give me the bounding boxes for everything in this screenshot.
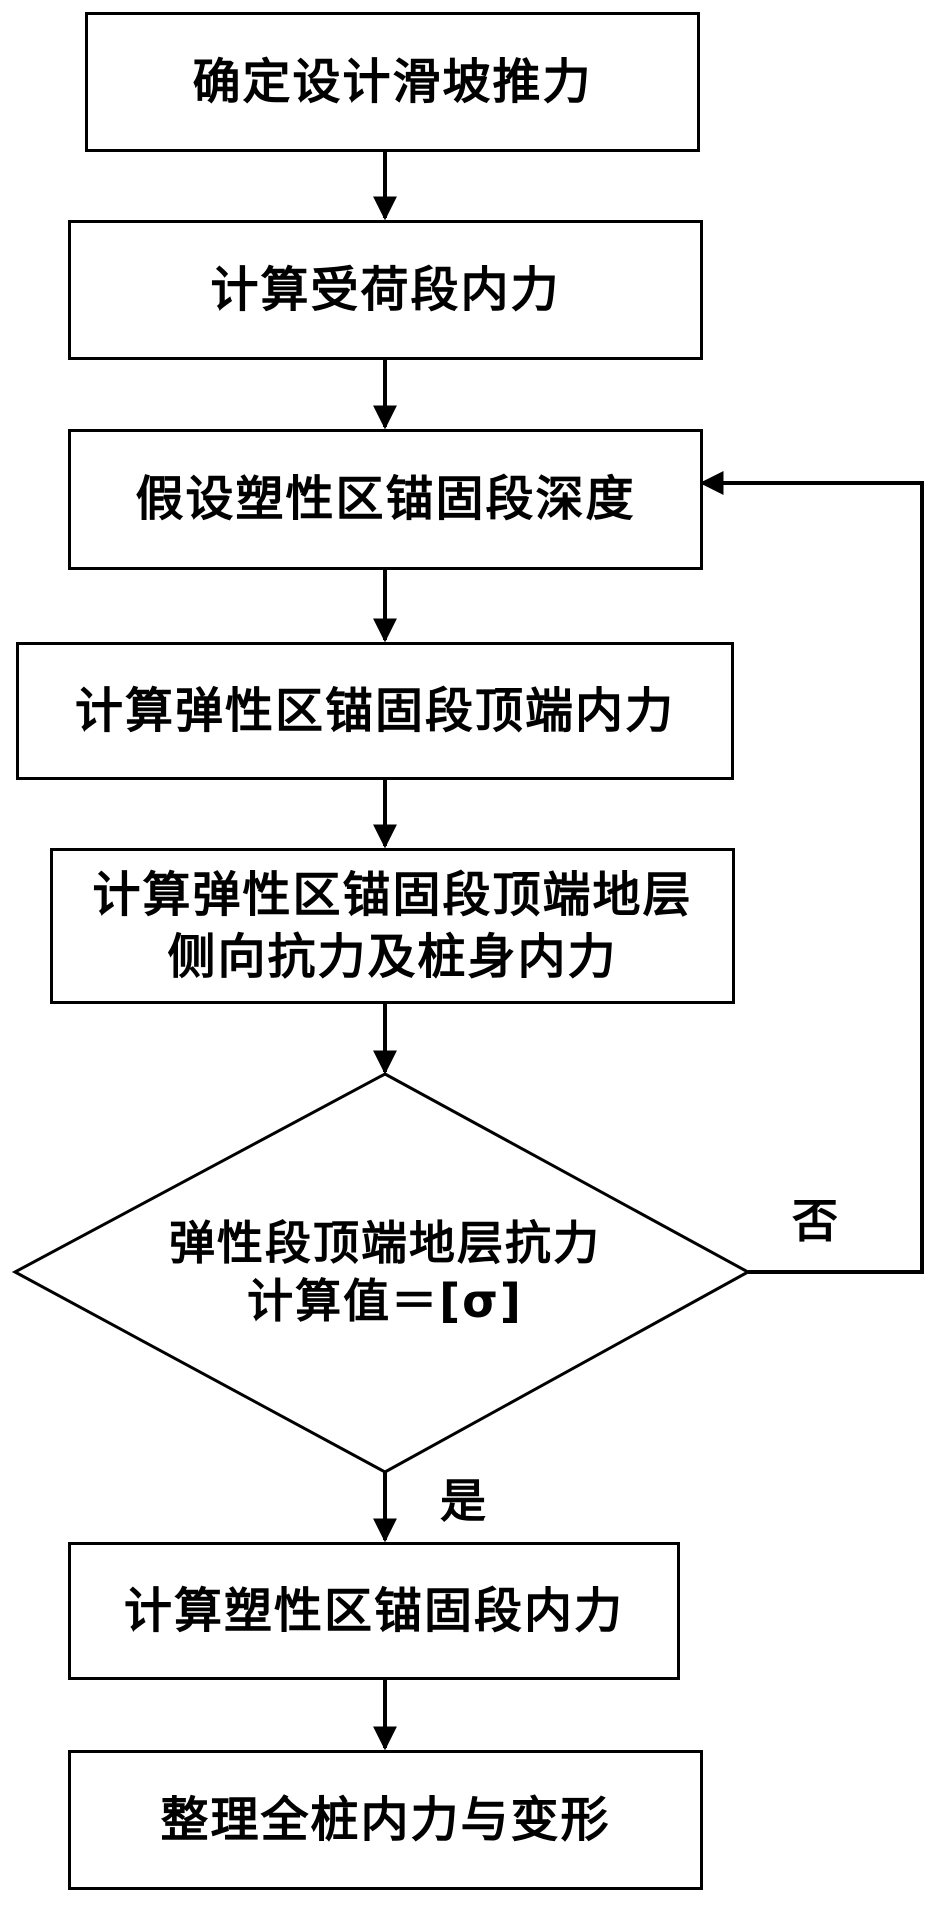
decision-line2: 计算值＝[σ] <box>247 1273 523 1328</box>
decision-line1: 弹性段顶端地层抗力 <box>169 1216 601 1270</box>
step5-text-line1: 计算弹性区锚固段顶端地层 <box>92 866 693 923</box>
step-organize-pile-force-deformation: 整理全桩内力与变形 <box>68 1750 703 1890</box>
step-load-section-internal-force: 计算受荷段内力 <box>68 220 703 360</box>
no-label: 否 <box>792 1194 838 1248</box>
step8-text: 整理全桩内力与变形 <box>160 1791 611 1848</box>
decision-diamond <box>11 1072 752 1474</box>
step-elastic-zone-lateral-resistance: 计算弹性区锚固段顶端地层 侧向抗力及桩身内力 <box>50 848 735 1004</box>
step-elastic-zone-top-internal-force: 计算弹性区锚固段顶端内力 <box>16 642 734 780</box>
arrow-decision-no-loop <box>699 471 924 1274</box>
step5-text-line2: 侧向抗力及桩身内力 <box>167 929 618 985</box>
step7-text: 计算塑性区锚固段内力 <box>123 1582 624 1639</box>
step-plastic-zone-internal-force: 计算塑性区锚固段内力 <box>68 1542 680 1680</box>
step3-text: 假设塑性区锚固段深度 <box>135 471 636 528</box>
step1-text: 确定设计滑坡推力 <box>192 53 593 110</box>
step-determine-landslide-thrust: 确定设计滑坡推力 <box>85 12 700 152</box>
step2-text: 计算受荷段内力 <box>210 261 561 318</box>
step4-text: 计算弹性区锚固段顶端内力 <box>74 682 675 739</box>
step-assume-plastic-zone-depth: 假设塑性区锚固段深度 <box>68 429 703 570</box>
decision-text: 弹性段顶端地层抗力 计算值＝[σ] <box>115 1215 655 1330</box>
yes-label: 是 <box>440 1474 486 1528</box>
